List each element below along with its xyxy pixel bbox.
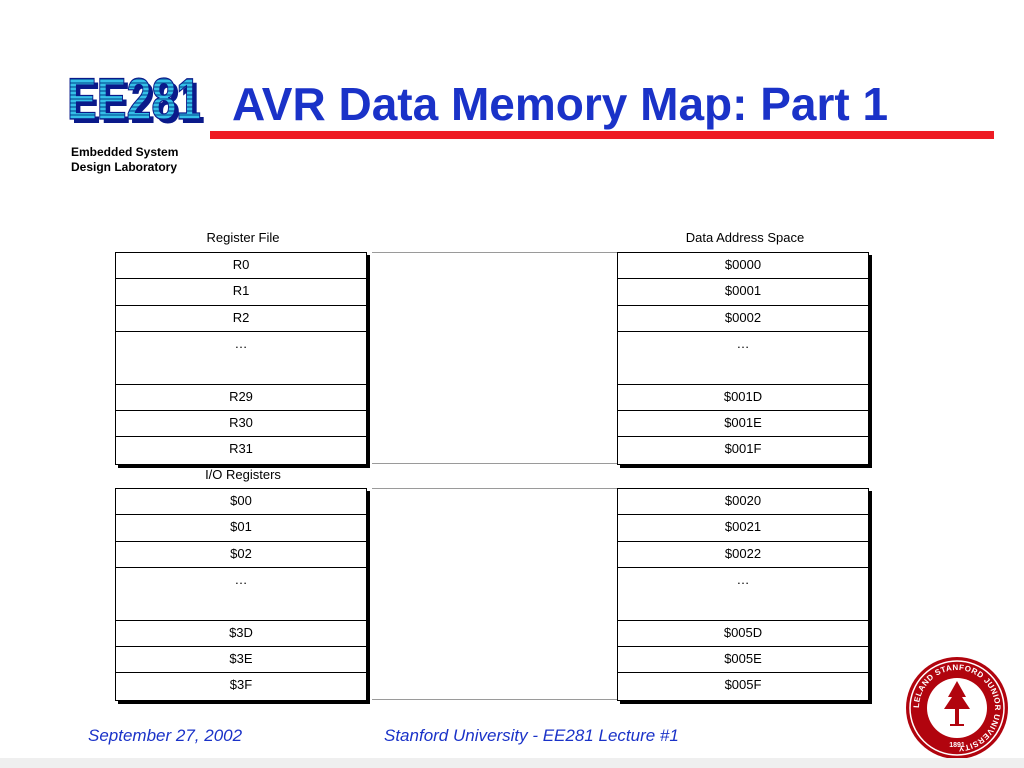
io-address-row: $005E [618,647,868,674]
io-address-table: $0020 $0021 $0022 … $005D $005E $005F [617,488,869,701]
io-register-row-ellipsis: … [116,568,366,621]
lab-name: Embedded System Design Laboratory [71,145,178,175]
lab-name-line2: Design Laboratory [71,160,178,174]
data-address-space-label: Data Address Space [685,230,805,245]
address-row: $001F [724,441,762,457]
io-register-row: $00 [116,489,366,516]
io-address-row: $005D [618,621,868,647]
io-register-row: $3F [229,677,253,693]
io-address-row: $0021 [618,515,868,542]
register-file-label: Register File [206,230,280,245]
lab-name-line1: Embedded System [71,145,179,159]
register-row: R1 [116,279,366,306]
register-file-table: R0 R1 R2 … R29 R30 R31 [115,252,367,465]
io-registers-label: I/O Registers [205,467,281,482]
svg-text:1891: 1891 [949,742,965,749]
io-address-row: $0020 [618,489,868,516]
register-row: R2 [116,306,366,332]
register-row: R31 [229,441,253,457]
io-mapping-connector [372,488,617,700]
footer-date: September 27, 2002 [88,726,243,745]
register-row: R29 [116,385,366,411]
io-register-row: $02 [116,542,366,568]
footer-course: Stanford University - EE281 Lecture #1 [384,726,679,745]
address-row: $001D [618,385,868,411]
io-register-row: $01 [116,515,366,542]
title-divider [210,131,994,139]
address-row-ellipsis: … [618,332,868,385]
io-register-row: $3D [116,621,366,647]
address-row: $0001 [618,279,868,306]
logo-shadow: EE281 [71,71,205,132]
address-row: $001E [618,411,868,438]
io-address-row-ellipsis: … [618,568,868,621]
address-row: $0002 [618,306,868,332]
logo-text: EE281 [67,67,201,132]
io-address-row: $005F [724,677,762,693]
register-mapping-connector [372,252,617,464]
page-title: AVR Data Memory Map: Part 1 [232,78,889,130]
register-row: R30 [116,411,366,438]
io-registers-table: $00 $01 $02 … $3D $3E $3F [115,488,367,701]
io-register-row: $3E [116,647,366,674]
ee281-logo: EE281 EE281 [66,66,205,132]
stanford-seal-icon: LELAND STANFORD JUNIOR UNIVERSITY 1891 [906,657,1008,759]
address-row: $0000 [618,253,868,280]
register-address-table: $0000 $0001 $0002 … $001D $001E $001F [617,252,869,465]
io-address-row: $0022 [618,542,868,568]
register-row: R0 [116,253,366,280]
register-row-ellipsis: … [116,332,366,385]
footer-bar [0,758,1024,768]
